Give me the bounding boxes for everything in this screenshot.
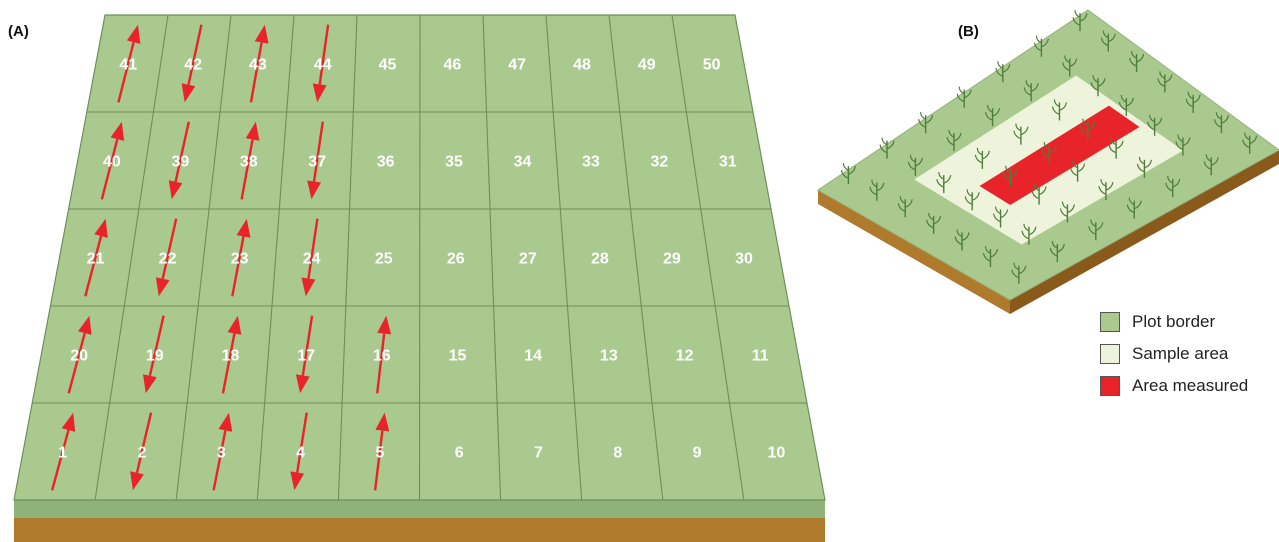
plot-number-15: 15 [449, 348, 467, 365]
panel-a-label: (A) [8, 23, 29, 40]
plot-number-41: 41 [119, 57, 137, 74]
plot-number-2: 2 [138, 445, 147, 462]
plot-number-21: 21 [87, 251, 105, 268]
plot-number-46: 46 [443, 57, 461, 74]
plot-number-30: 30 [735, 251, 753, 268]
legend-item-sample-area: Sample area [1100, 338, 1248, 370]
legend-label-plot-border: Plot border [1132, 312, 1215, 332]
plot-number-36: 36 [377, 154, 395, 171]
plot-number-10: 10 [767, 445, 785, 462]
plot-number-19: 19 [146, 348, 164, 365]
legend-swatch-sample-area [1100, 344, 1120, 364]
field-side-edge [14, 500, 825, 518]
legend: Plot border Sample area Area measured [1100, 306, 1248, 402]
plot-number-35: 35 [445, 154, 463, 171]
plot-number-44: 44 [314, 57, 332, 74]
plot-number-9: 9 [693, 445, 702, 462]
plot-number-50: 50 [703, 57, 721, 74]
plot-number-17: 17 [297, 348, 315, 365]
plot-number-7: 7 [534, 445, 543, 462]
plot-number-49: 49 [638, 57, 656, 74]
plot-number-33: 33 [582, 154, 600, 171]
plot-number-8: 8 [613, 445, 622, 462]
field-soil-edge [14, 518, 825, 542]
plot-number-37: 37 [308, 154, 326, 171]
plot-number-45: 45 [379, 57, 397, 74]
plot-number-31: 31 [719, 154, 737, 171]
plot-number-28: 28 [591, 251, 609, 268]
legend-item-plot-border: Plot border [1100, 306, 1248, 338]
panel-b-plot-diagram: (B) [818, 10, 1279, 314]
grid-column-line [420, 15, 421, 500]
plot-number-18: 18 [222, 348, 240, 365]
plot-number-13: 13 [600, 348, 618, 365]
plot-number-40: 40 [103, 154, 121, 171]
plot-number-24: 24 [303, 251, 321, 268]
plot-number-27: 27 [519, 251, 537, 268]
legend-item-area-measured: Area measured [1100, 370, 1248, 402]
plot-number-6: 6 [455, 445, 464, 462]
plot-number-16: 16 [373, 348, 391, 365]
plot-number-26: 26 [447, 251, 465, 268]
plot-number-12: 12 [676, 348, 694, 365]
plot-number-14: 14 [524, 348, 542, 365]
legend-swatch-plot-border [1100, 312, 1120, 332]
panel-b-label: (B) [958, 23, 979, 40]
plot-number-4: 4 [296, 445, 305, 462]
plot-number-23: 23 [231, 251, 249, 268]
legend-label-area-measured: Area measured [1132, 376, 1248, 396]
plot-number-11: 11 [752, 348, 769, 365]
legend-label-sample-area: Sample area [1132, 344, 1228, 364]
legend-swatch-area-measured [1100, 376, 1120, 396]
plot-number-20: 20 [70, 348, 88, 365]
plot-number-42: 42 [184, 57, 202, 74]
plot-number-25: 25 [375, 251, 393, 268]
plot-number-32: 32 [650, 154, 668, 171]
plot-number-48: 48 [573, 57, 591, 74]
plot-number-3: 3 [217, 445, 226, 462]
plot-number-47: 47 [508, 57, 526, 74]
plot-number-39: 39 [171, 154, 189, 171]
plot-number-22: 22 [159, 251, 177, 268]
plot-number-1: 1 [58, 445, 67, 462]
plot-number-43: 43 [249, 57, 267, 74]
plot-number-38: 38 [240, 154, 258, 171]
plot-number-5: 5 [375, 445, 384, 462]
plot-number-34: 34 [514, 154, 532, 171]
plot-number-29: 29 [663, 251, 681, 268]
